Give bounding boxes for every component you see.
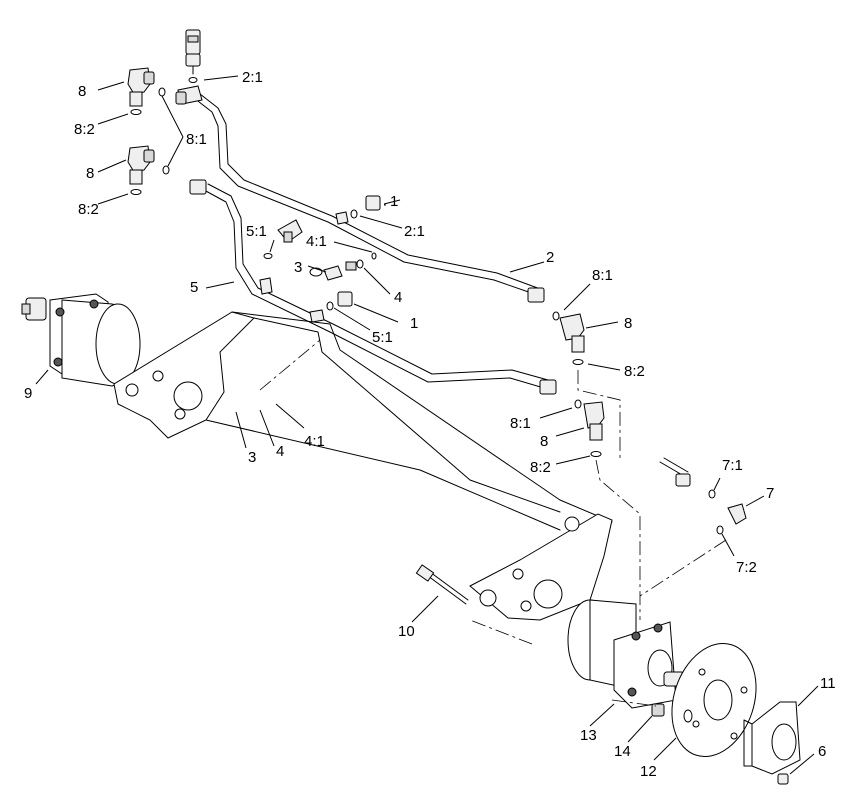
callout-13-motor: 13	[580, 727, 597, 744]
bracket-11	[743, 701, 801, 785]
callout-14: 14	[614, 743, 631, 760]
callout-3-lower: 3	[248, 449, 256, 466]
callout-7: 7	[766, 485, 774, 502]
callout-7-2: 7:2	[736, 559, 757, 576]
hydraulic-motor-13	[567, 599, 685, 717]
hydraulic-motor-9	[21, 293, 141, 387]
bolt-10	[415, 564, 469, 605]
callout-3-upper: 3	[294, 259, 302, 276]
callout-7-1: 7:1	[722, 457, 743, 474]
callout-8-right: 8	[624, 315, 632, 332]
tube-nut	[189, 179, 207, 195]
callout-2-1-top: 2:1	[242, 69, 263, 86]
callout-4-upper: 4	[394, 289, 402, 306]
top-adapter-fitting	[175, 29, 203, 105]
centerlines	[259, 339, 727, 707]
callout-5-pipe: 5	[190, 279, 198, 296]
callout-2-1-mid: 2:1	[404, 223, 425, 240]
callout-8-lower: 8	[540, 433, 548, 450]
callout-5-1-mid: 5:1	[372, 329, 393, 346]
callout-1-mid: 1	[410, 315, 418, 332]
mid-fittings	[259, 195, 381, 323]
callout-8-1-top: 8:1	[186, 131, 207, 148]
callout-8-2-right: 8:2	[624, 363, 645, 380]
callout-8-mid: 8	[86, 165, 94, 182]
callout-9-motor: 9	[24, 385, 32, 402]
callout-labels: 2:1 8 8:2 8:1 8 8:2 1 2:1 5:1 4:1 3 2 4 …	[24, 69, 836, 780]
elbow-fitting-8-top	[127, 67, 166, 115]
callout-10-bolt: 10	[398, 623, 415, 640]
tube-5	[203, 183, 549, 389]
callout-4-1-upper: 4:1	[306, 233, 327, 250]
leader-lines	[35, 75, 819, 775]
tube-2	[193, 93, 544, 297]
callout-2-pipe: 2	[546, 249, 554, 266]
callout-8-1-lower: 8:1	[510, 415, 531, 432]
callout-11-bracket: 11	[820, 675, 836, 692]
elbow-fitting-8-lower	[539, 379, 605, 457]
callout-12-plate: 12	[640, 763, 657, 780]
callout-5-1-left: 5:1	[246, 223, 267, 240]
elbow-fitting-8-right	[527, 287, 585, 365]
adapter-plate-12	[671, 642, 757, 758]
callout-8-1-right: 8:1	[592, 267, 613, 284]
callout-1-top: 1	[390, 193, 398, 210]
callout-8-2-lower: 8:2	[530, 459, 551, 476]
callout-6: 6	[818, 743, 826, 760]
callout-8-2-mid: 8:2	[78, 201, 99, 218]
callout-4-lower: 4	[276, 443, 284, 460]
callout-8-top: 8	[78, 83, 86, 100]
elbow-fitting-8-mid	[127, 145, 170, 195]
fittings-7	[659, 457, 747, 535]
callout-4-1-lower: 4:1	[304, 433, 325, 450]
bracket-frame	[113, 311, 613, 621]
callout-8-2-top: 8:2	[74, 121, 95, 138]
